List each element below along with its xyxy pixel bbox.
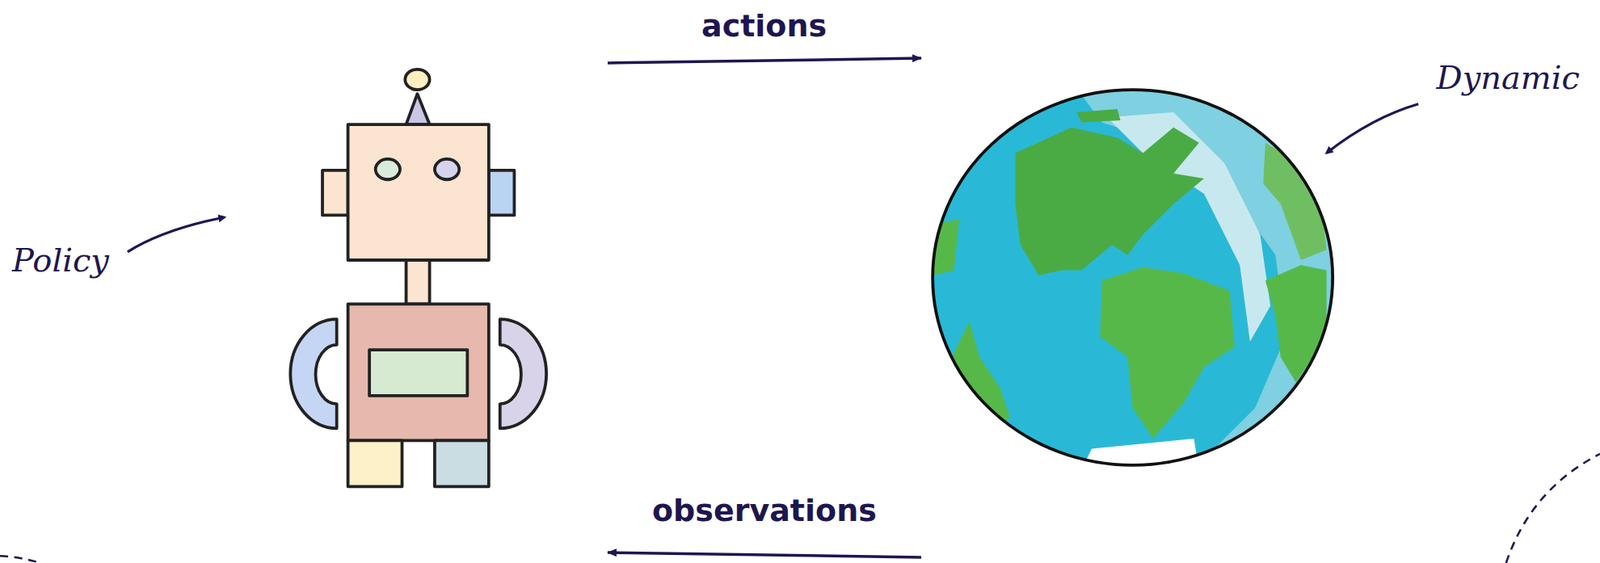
observations-arrow (607, 552, 922, 558)
edge-label: observations (652, 494, 877, 529)
dynamic-callout: Dynamic (1436, 59, 1580, 96)
leader-arrow (1326, 104, 1419, 154)
earth-globe (917, 81, 1347, 480)
robot-node: Policy (290, 58, 608, 561)
policy-callout: Policy (12, 242, 110, 278)
edge-label: actions (701, 9, 827, 44)
actions-arrow (607, 58, 922, 64)
dashed-arc (1506, 454, 1600, 563)
robot-figure (290, 69, 547, 487)
leader-arrow (127, 217, 225, 253)
dashed-arc (0, 555, 42, 563)
earth-node: Dynamic (921, 53, 1350, 561)
